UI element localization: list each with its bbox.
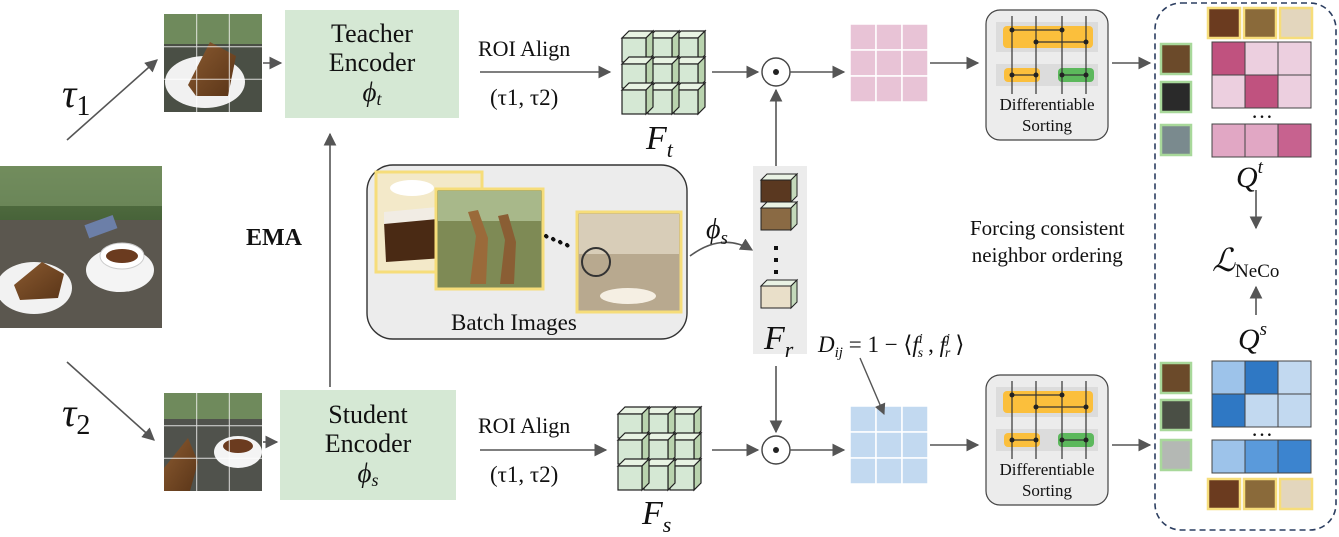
phi-s-arrow bbox=[689, 238, 754, 257]
input-photo bbox=[0, 166, 162, 328]
ft-label: Ft bbox=[646, 120, 673, 162]
roi-align-bottom-args: (τ1, τ2) bbox=[490, 462, 559, 487]
similarity-matrix-student bbox=[849, 405, 929, 485]
qt-label: Qt bbox=[1236, 157, 1263, 194]
loss-label: ℒNeCo bbox=[1212, 242, 1280, 282]
qt-matrix bbox=[1211, 41, 1312, 158]
cubes-fs-cube-2-0 bbox=[616, 457, 651, 492]
ema-label: EMA bbox=[246, 225, 302, 251]
ellipsis-dots bbox=[544, 234, 570, 248]
qs-side-thumbnails bbox=[1159, 361, 1193, 472]
arrow-to-view-2 bbox=[66, 361, 155, 441]
roi-align-bottom-title: ROI Align bbox=[478, 413, 571, 438]
fr-label: Fr bbox=[764, 320, 794, 362]
qt-side-thumbnails bbox=[1159, 42, 1193, 157]
roi-align-top-args: (τ1, τ2) bbox=[490, 85, 559, 110]
tau-1-label: τ1 bbox=[62, 71, 91, 122]
cubes-ft-cube-1-0 bbox=[620, 55, 655, 90]
teacher-encoder: Teacher Encoder ϕt bbox=[285, 10, 459, 118]
qs-footer-thumbnails bbox=[1206, 477, 1314, 511]
qs-ellipsis: … bbox=[1251, 416, 1273, 441]
batch-photo-dog bbox=[575, 210, 683, 314]
view-1-crop bbox=[164, 14, 262, 112]
arrow-to-view-1 bbox=[66, 59, 158, 141]
qt-header-thumbnails bbox=[1206, 6, 1314, 40]
distance-formula: Dij = 1 − ⟨fis, fjr⟩ bbox=[818, 332, 965, 361]
fs-label: Fs bbox=[642, 495, 672, 537]
batch-images-label: Batch Images bbox=[451, 310, 577, 335]
student-encoder-symbol: ϕs bbox=[357, 458, 379, 491]
tau-2-label: τ2 bbox=[62, 390, 91, 441]
teacher-encoder-symbol: ϕt bbox=[362, 77, 382, 110]
distance-pointer bbox=[859, 357, 886, 416]
qt-ellipsis: … bbox=[1251, 98, 1273, 123]
batch-photo-giraffes bbox=[434, 187, 545, 291]
student-encoder-line1: Student bbox=[328, 399, 408, 429]
roi-align-top-title: ROI Align bbox=[478, 36, 571, 61]
qs-label: Qs bbox=[1238, 319, 1268, 356]
cubes-ft-cube-2-0 bbox=[620, 81, 655, 116]
hadamard-dot-top bbox=[773, 69, 779, 75]
teacher-encoder-line1: Teacher bbox=[331, 18, 413, 48]
cube-grid-fs bbox=[616, 405, 703, 492]
qs-matrix bbox=[1211, 360, 1312, 474]
loss-region bbox=[1154, 2, 1337, 531]
student-encoder-line2: Encoder bbox=[324, 428, 412, 458]
sorting-network-icon-bottom bbox=[985, 374, 1109, 506]
hadamard-dot-bottom bbox=[773, 447, 779, 453]
fr-column bbox=[759, 172, 799, 310]
phi-s-label: ϕs bbox=[706, 214, 728, 249]
teacher-encoder-line2: Encoder bbox=[328, 47, 416, 77]
cube-grid-ft bbox=[620, 29, 707, 116]
student-encoder: Student Encoder ϕs bbox=[280, 390, 456, 500]
view-2-crop bbox=[164, 393, 262, 491]
similarity-matrix-teacher bbox=[849, 23, 929, 103]
sorting-network-icon-top bbox=[985, 9, 1109, 141]
